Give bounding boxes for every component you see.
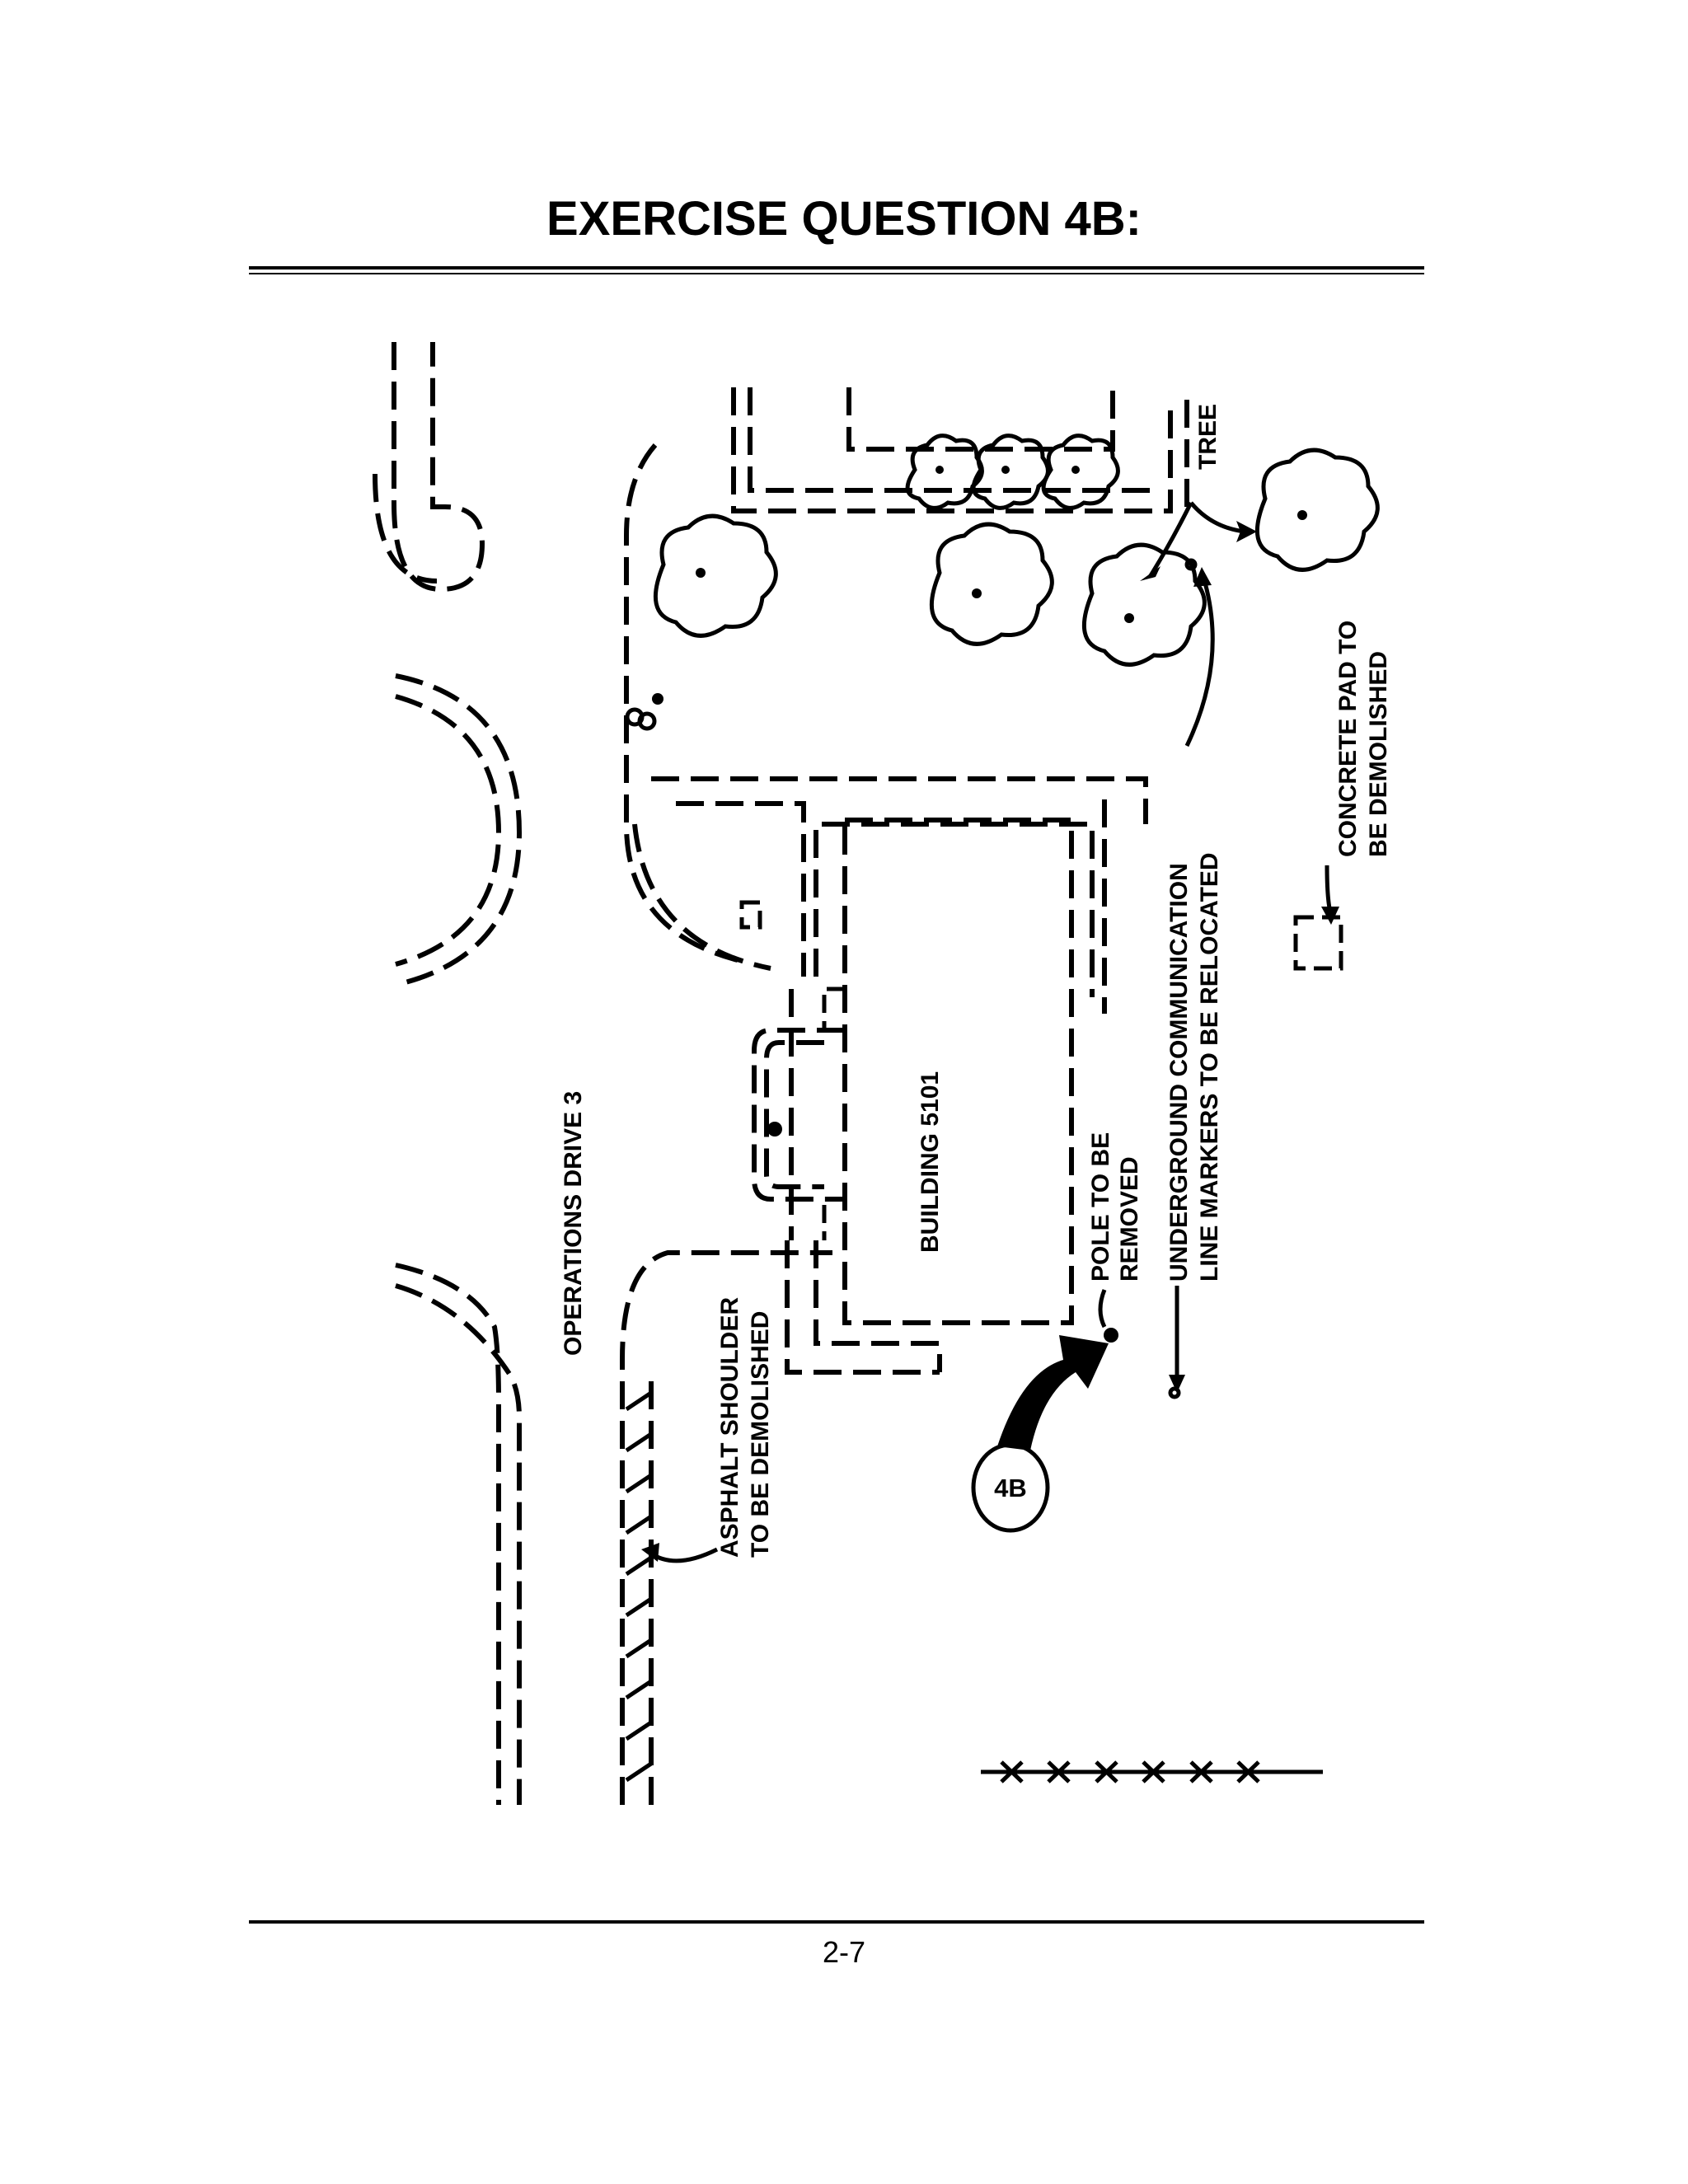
title-rule-top — [249, 266, 1424, 269]
callout-label: 4B — [994, 1474, 1027, 1502]
planter-strip — [731, 387, 1189, 513]
callout-4b: 4B — [971, 1335, 1109, 1533]
annotation-arrows — [641, 501, 1339, 1563]
concrete-label-line2: BE DEMOLISHED — [1365, 651, 1392, 857]
small-marker — [625, 693, 663, 731]
curb-curve — [624, 443, 771, 971]
footer-rule — [249, 1920, 1424, 1924]
tree-label: TREE — [1194, 404, 1221, 470]
building-label: BUILDING 5101 — [917, 1071, 944, 1253]
pole-label-line2: REMOVED — [1116, 1156, 1143, 1282]
asphalt-label-line1: ASPHALT SHOULDER — [716, 1297, 743, 1558]
pole-icon — [1104, 1328, 1118, 1343]
pole-label-line1: POLE TO BE — [1087, 1132, 1114, 1282]
bump-out — [752, 1028, 845, 1202]
road-label: OPERATIONS DRIVE 3 — [560, 1091, 587, 1356]
page-title: EXERCISE QUESTION 4B: — [546, 192, 1142, 246]
comm-marker-icons — [1168, 558, 1198, 1399]
small-structure — [739, 900, 762, 930]
building-5101 — [651, 776, 1148, 1375]
fence — [981, 1760, 1323, 1783]
asphalt-label-line2: TO BE DEMOLISHED — [747, 1311, 774, 1558]
cul-de-sac — [373, 342, 485, 593]
manhole-icon — [767, 1122, 782, 1137]
comm-label-line2: LINE MARKERS TO BE RELOCATED — [1196, 852, 1223, 1282]
diagram-labels: OPERATIONS DRIVE 3 BUILDING 5101 ASPHALT… — [560, 404, 1392, 1558]
tree-icons — [653, 434, 1380, 667]
asphalt-shoulder — [620, 1250, 832, 1805]
comm-label-line1: UNDERGROUND COMMUNICATION — [1165, 863, 1193, 1282]
page-number: 2-7 — [822, 1935, 866, 1969]
title-rule-bottom — [249, 273, 1424, 274]
road-lower — [395, 1263, 522, 1805]
circular-drive — [395, 673, 523, 987]
concrete-label-line1: CONCRETE PAD TO — [1334, 621, 1362, 857]
concrete-pad — [1293, 915, 1343, 971]
